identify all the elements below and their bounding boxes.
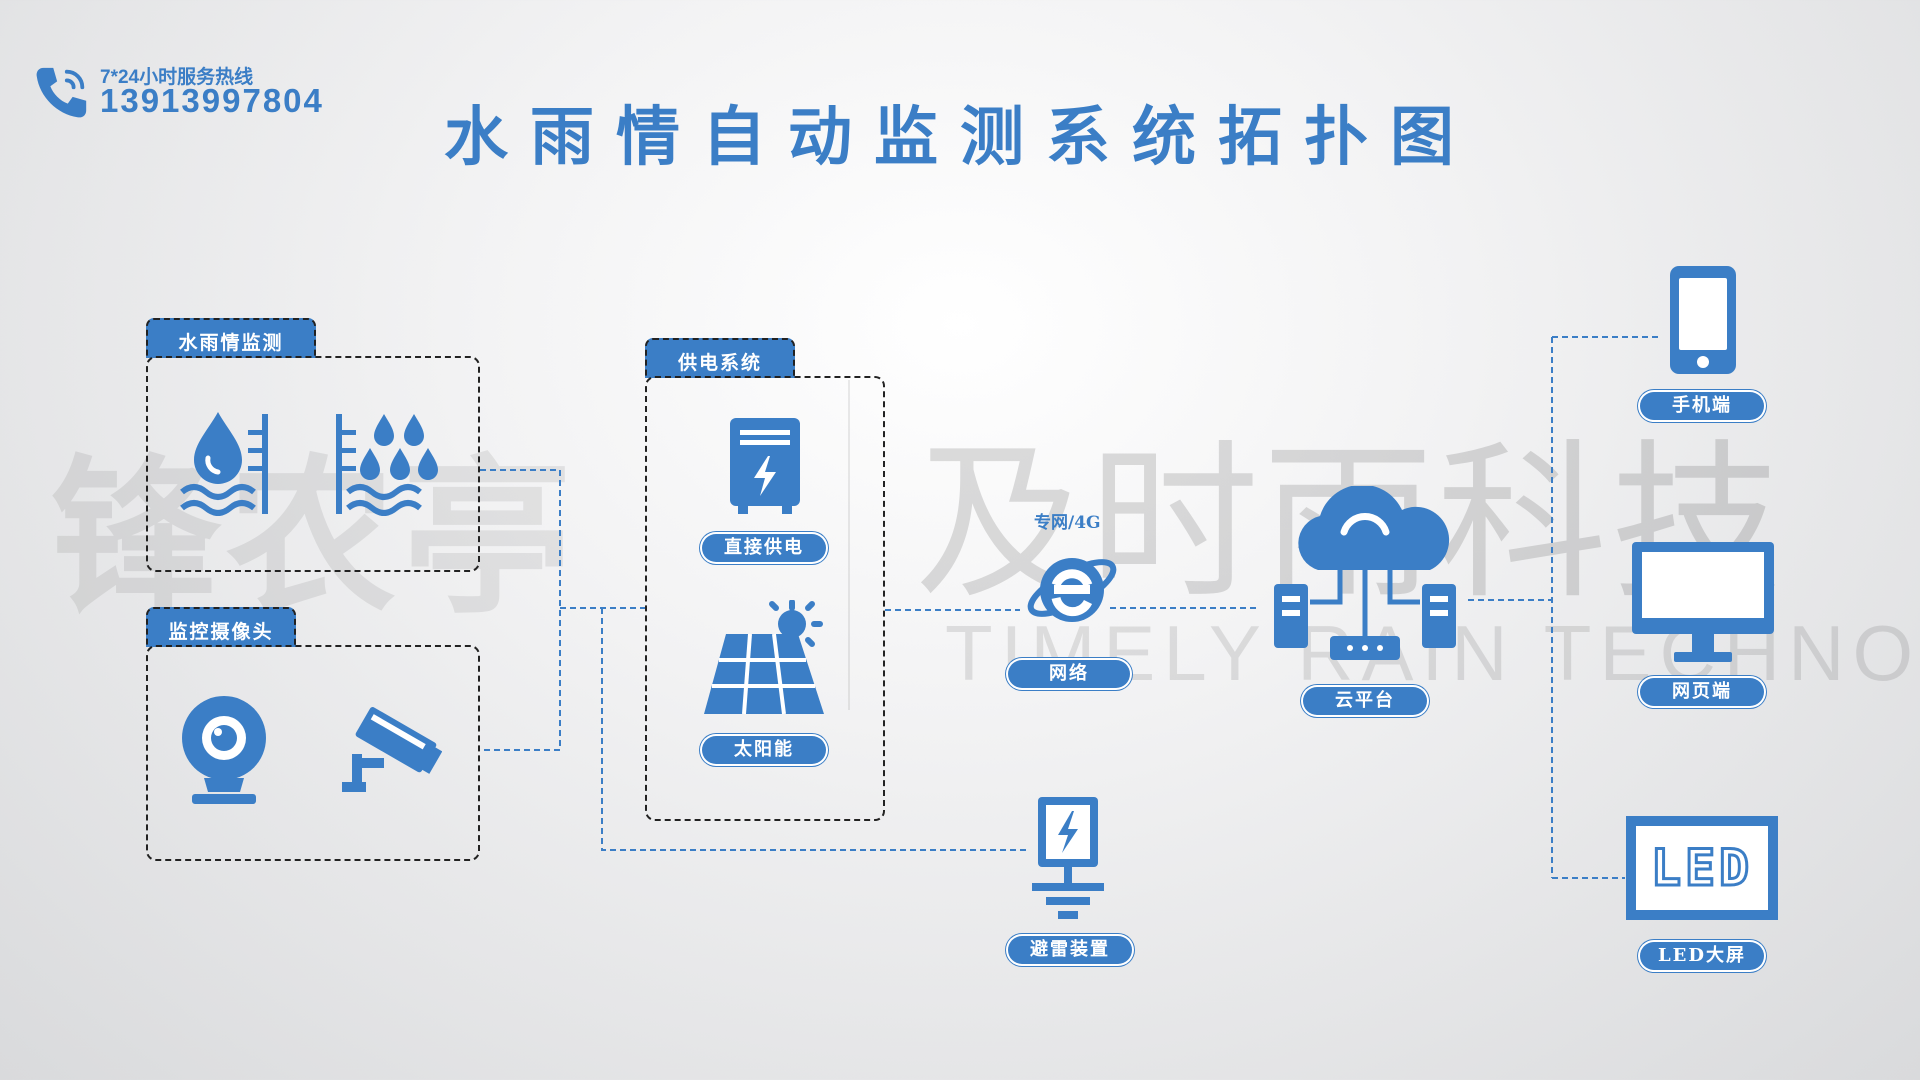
group-tab-camera: 监控摄像头 xyxy=(146,607,296,647)
ie-browser-icon xyxy=(1027,558,1117,622)
solar-panel-icon xyxy=(704,600,824,715)
water-level-icon xyxy=(180,412,268,516)
group-tab-power: 供电系统 xyxy=(645,338,795,378)
group-rain-monitor xyxy=(146,356,480,572)
label-led: LED大屏 xyxy=(1640,942,1764,970)
label-web: 网页端 xyxy=(1640,678,1764,706)
label-mobile: 手机端 xyxy=(1640,392,1764,420)
label-direct-power: 直接供电 xyxy=(702,534,826,562)
group-camera xyxy=(146,645,480,861)
led-screen-text: LED xyxy=(1649,838,1754,899)
phone-icon xyxy=(36,67,87,118)
cloud-server-icon xyxy=(1274,486,1456,660)
watermark-brand: 锋农亭 xyxy=(50,444,579,634)
label-network-type: 专网/4G xyxy=(1034,513,1101,533)
label-network: 网络 xyxy=(1008,660,1130,688)
power-cabinet-icon xyxy=(730,418,800,514)
label-lightning: 避雷装置 xyxy=(1008,936,1132,964)
line-rain-to-bus xyxy=(480,469,561,751)
group-power xyxy=(645,376,885,821)
webcam-icon xyxy=(182,696,266,804)
label-cloud: 云平台 xyxy=(1303,687,1427,715)
hotline-caption: 7*24小时服务热线 xyxy=(100,67,254,88)
lightning-rod-icon xyxy=(1032,797,1104,919)
label-solar: 太阳能 xyxy=(702,736,826,764)
page-title: 水雨情自动监测系统拓扑图 xyxy=(444,100,1476,175)
mobile-phone-icon xyxy=(1670,266,1736,374)
hotline-number: 13913997804 xyxy=(100,82,324,119)
group-tab-rain-monitor: 水雨情监测 xyxy=(146,318,316,358)
monitor-icon xyxy=(1632,542,1774,662)
watermark-divider xyxy=(848,380,850,710)
line-lightning xyxy=(601,608,1028,851)
led-screen-panel: LED xyxy=(1636,826,1768,910)
led-screen-icon: LED xyxy=(1626,816,1778,920)
rain-gauge-icon xyxy=(336,414,438,516)
cctv-camera-icon xyxy=(342,707,442,792)
